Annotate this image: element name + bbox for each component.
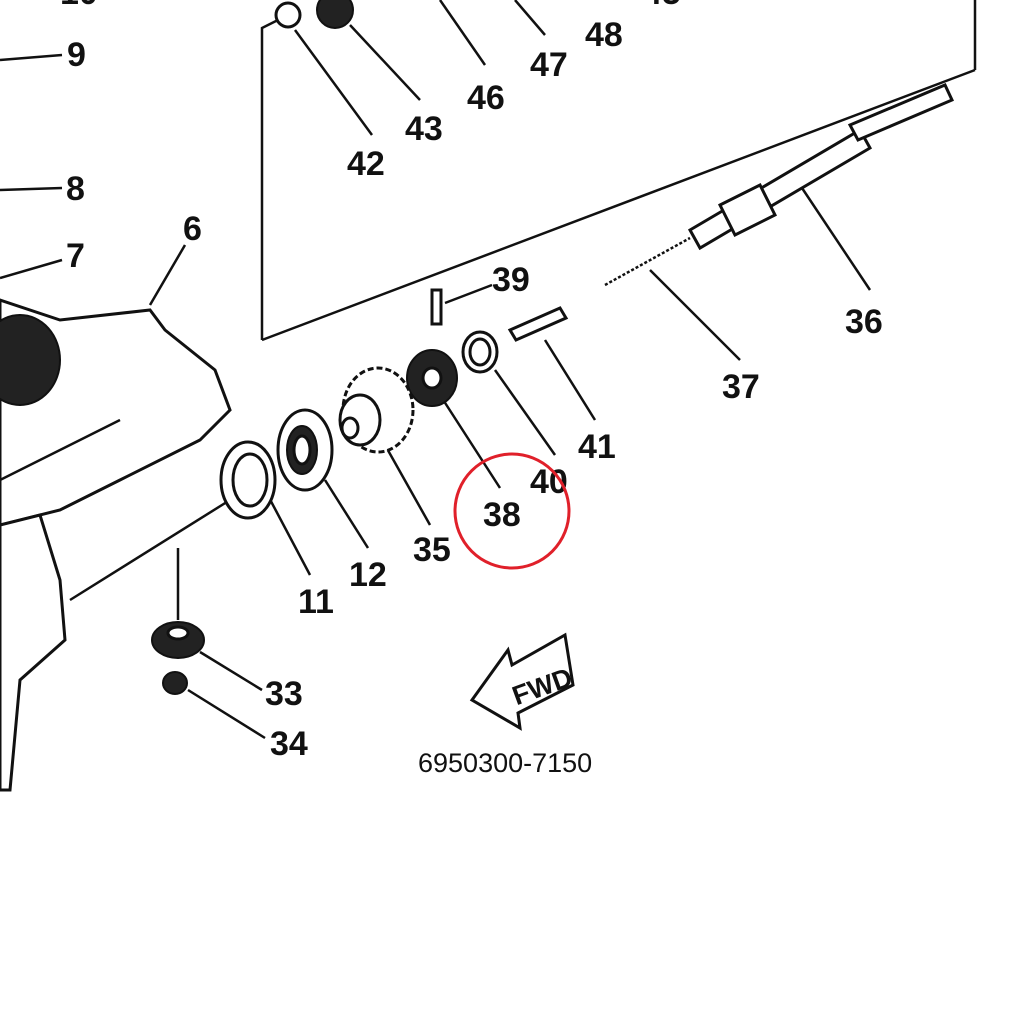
callout-10: 10 <box>60 0 98 12</box>
callout-7: 7 <box>66 237 85 275</box>
callout-34: 34 <box>270 725 308 763</box>
callout-42: 42 <box>347 145 385 183</box>
callout-47: 47 <box>530 46 568 84</box>
part-42 <box>274 1 302 29</box>
part-34-nut <box>162 671 188 695</box>
part-36-propeller-shaft <box>687 83 955 251</box>
callout-41: 41 <box>578 428 616 466</box>
callout-11: 11 <box>298 583 334 621</box>
callout-12: 12 <box>349 556 387 594</box>
callout-35: 35 <box>413 531 451 569</box>
callout-8: 8 <box>66 170 85 208</box>
callout-45: 45 <box>643 0 681 12</box>
callout-48: 48 <box>585 16 623 54</box>
highlight-circle <box>453 452 571 570</box>
part-43 <box>316 0 354 29</box>
part-number: 6950300-7150 <box>418 748 592 778</box>
callout-33: 33 <box>265 675 303 713</box>
callout-36: 36 <box>845 303 883 341</box>
callout-38: 38 <box>483 496 521 534</box>
callout-37: 37 <box>722 368 760 406</box>
lower-casing <box>0 298 232 792</box>
part-39-pin <box>430 288 443 326</box>
frame-lines <box>260 0 977 342</box>
part-37-spring <box>604 236 691 287</box>
leader-lines <box>0 0 872 740</box>
callout-46: 46 <box>467 79 505 117</box>
callout-39: 39 <box>492 261 530 299</box>
callout-6: 6 <box>183 210 202 248</box>
fwd-arrow: FWD <box>469 632 576 731</box>
callout-labels: 10 45 9 8 7 6 42 43 46 47 48 39 36 37 41… <box>60 0 883 763</box>
part-41-pin <box>507 306 569 342</box>
parts <box>151 0 955 695</box>
callout-43: 43 <box>405 110 443 148</box>
callout-9: 9 <box>67 36 86 74</box>
